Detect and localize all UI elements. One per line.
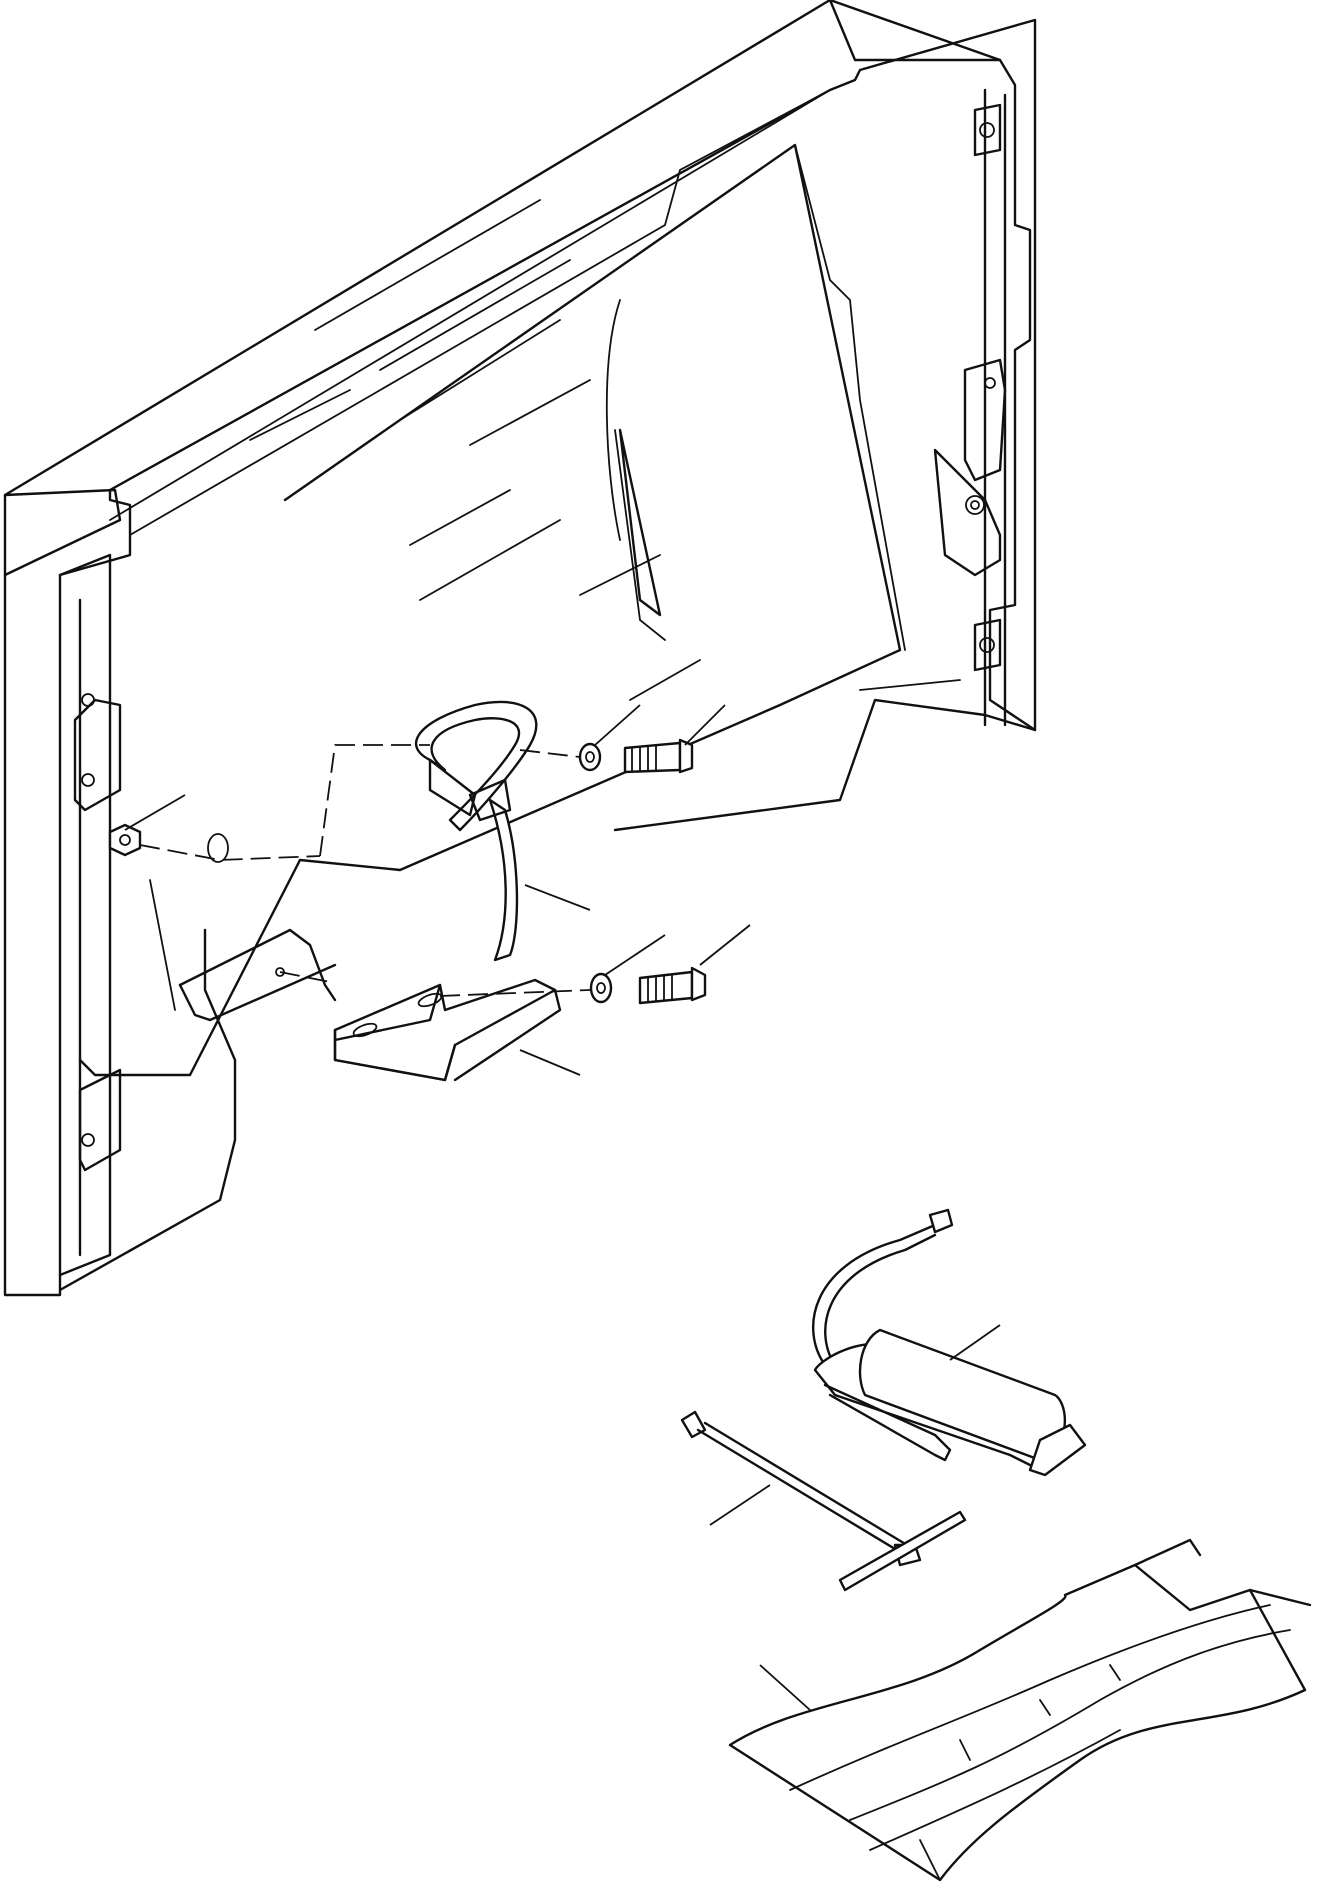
washer-upper: [578, 742, 602, 772]
nut: [108, 823, 142, 857]
tool-bag: [728, 1538, 1312, 1882]
hinge: [933, 103, 1007, 672]
assembly-lines: [139, 744, 591, 997]
side-cover-panel: [3, 0, 1037, 1297]
t-handle-wrench: [680, 1410, 967, 1592]
strap-band: [414, 700, 538, 962]
bolt-lower: [638, 966, 707, 1005]
washer-lower: [589, 972, 613, 1004]
grease-gun: [812, 1208, 1087, 1477]
bracket: [333, 978, 562, 1082]
leader-lines: [124, 704, 1001, 1711]
bolt-upper: [623, 738, 694, 774]
